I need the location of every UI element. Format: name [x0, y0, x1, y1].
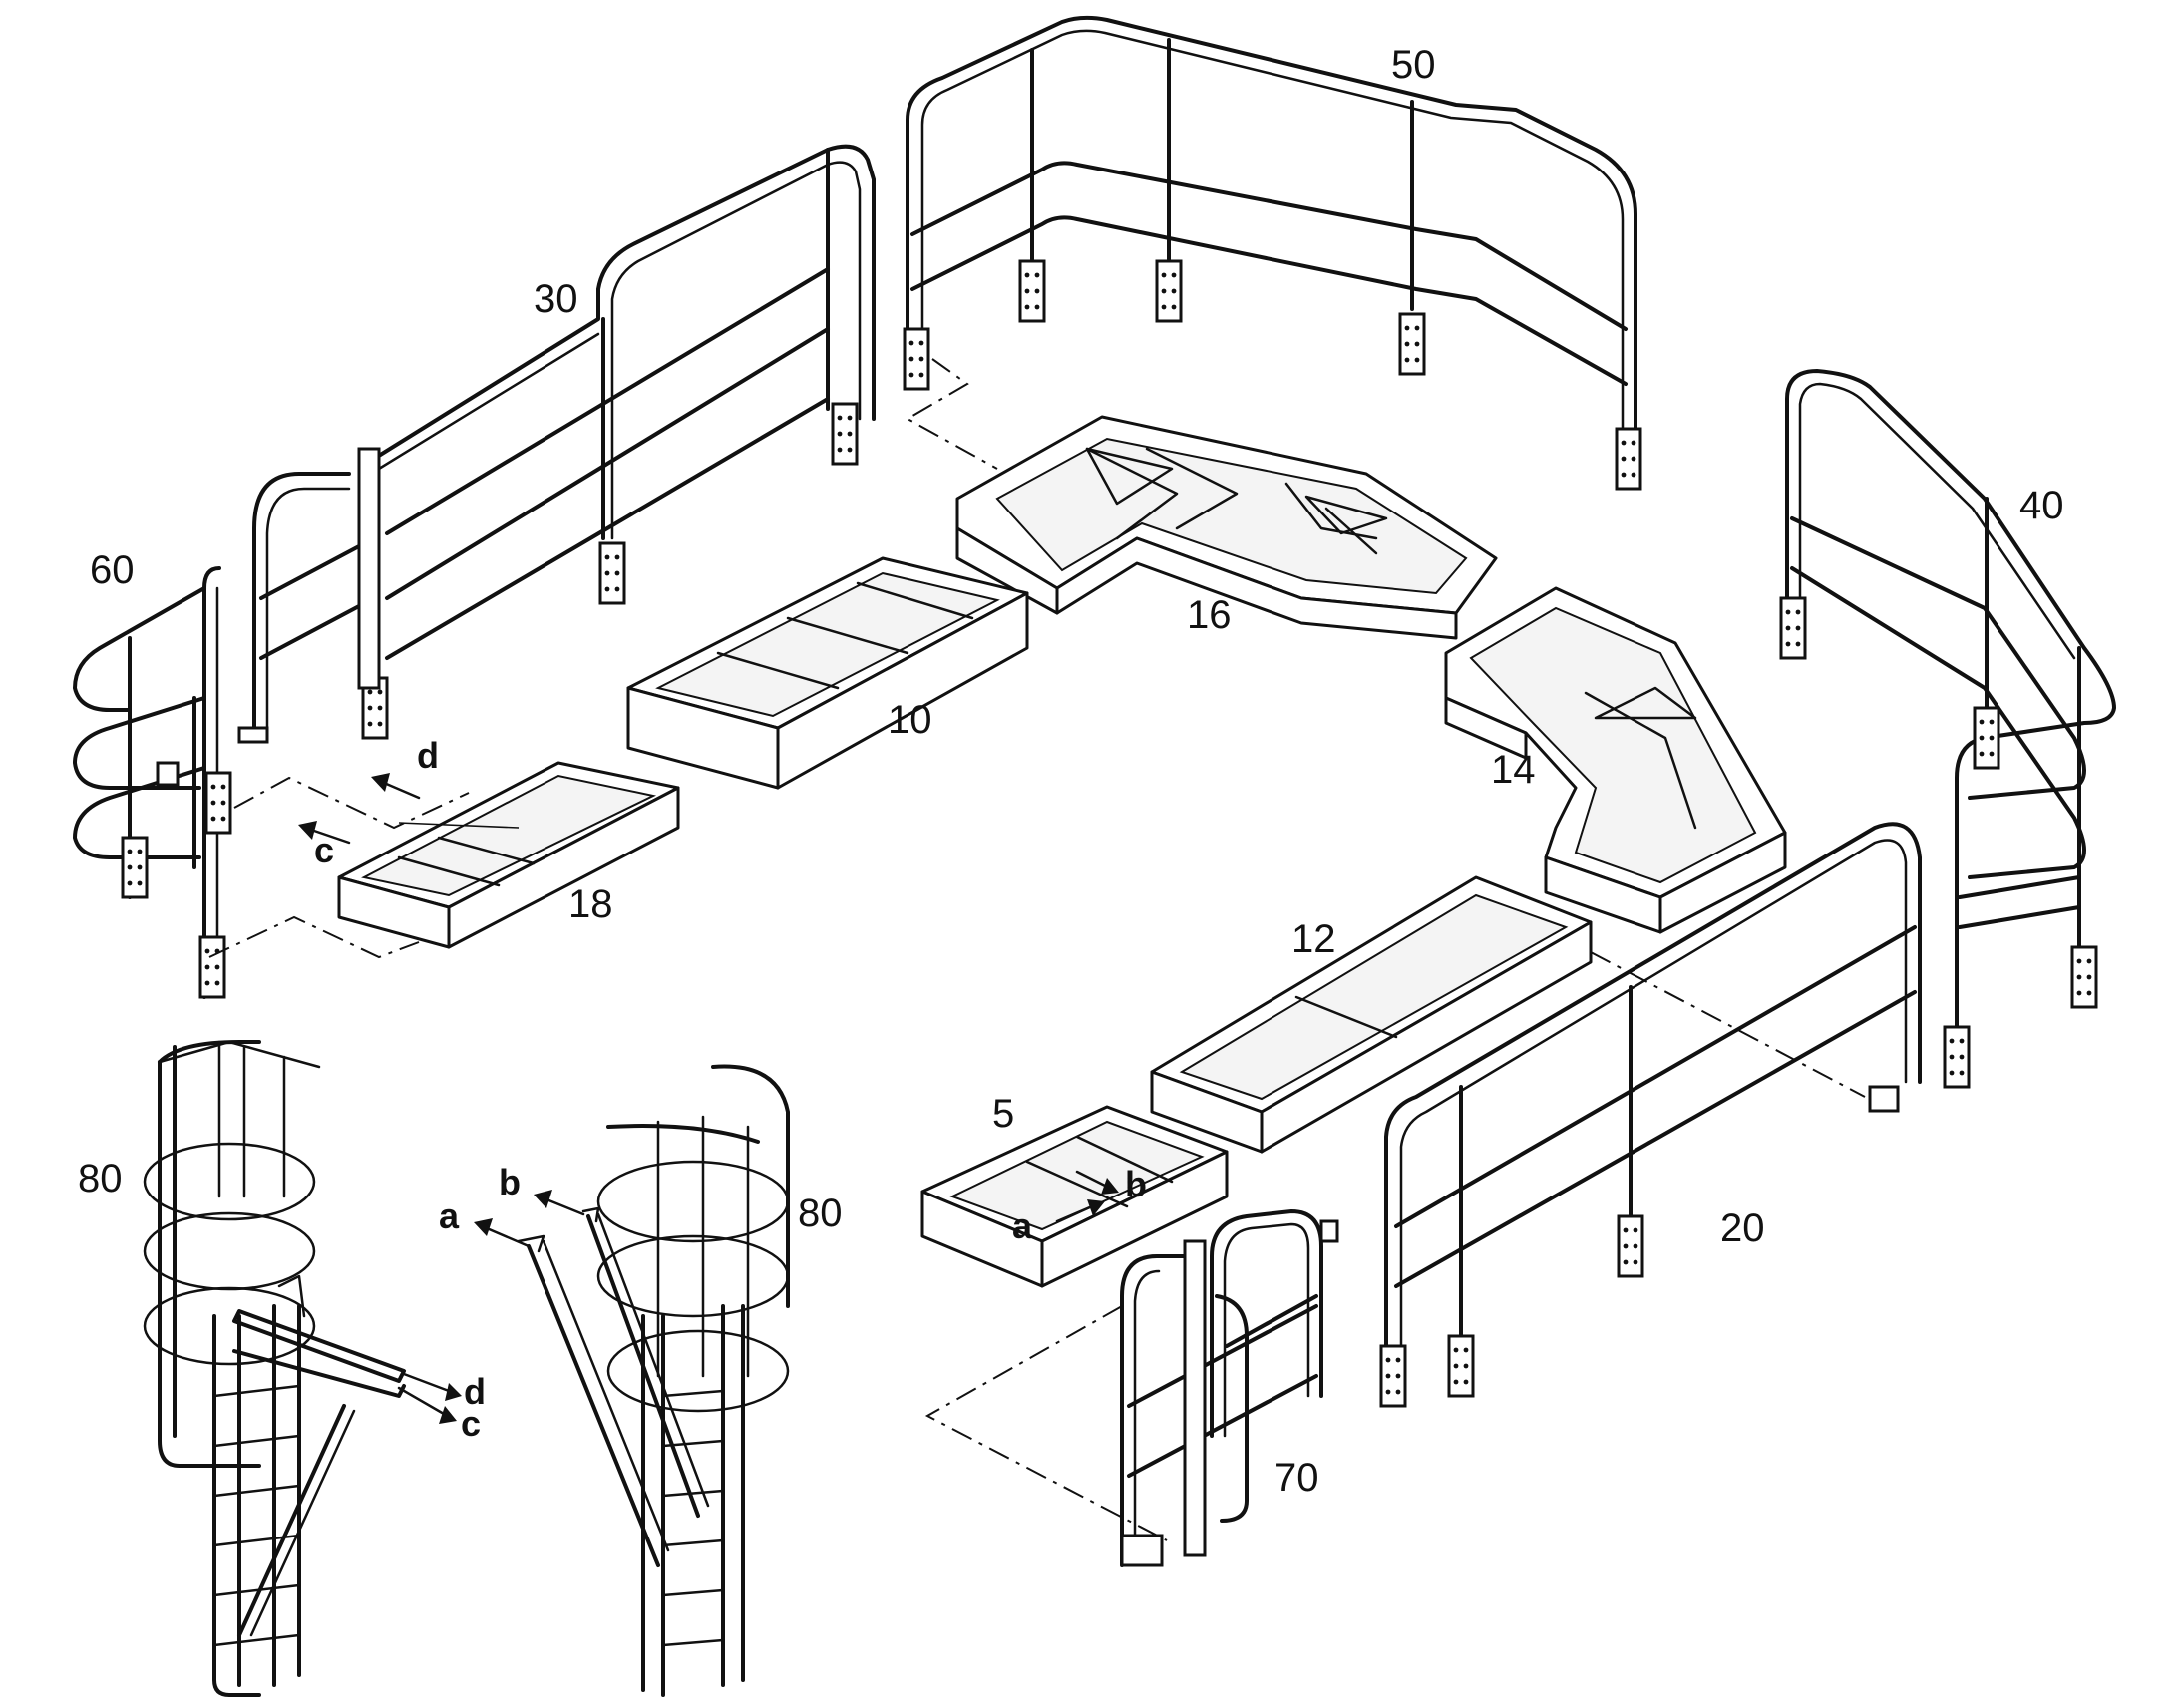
- platform-10: [626, 556, 1029, 790]
- railing-50: [903, 15, 1642, 491]
- label-16: 16: [1187, 593, 1232, 637]
- label-40: 40: [2019, 484, 2064, 527]
- label-a-platform: a: [1012, 1205, 1033, 1246]
- platform-16: [955, 415, 1498, 640]
- railing-60: [73, 566, 232, 999]
- label-12: 12: [1291, 917, 1336, 961]
- label-70: 70: [1274, 1456, 1319, 1500]
- label-d-ladder: d: [464, 1371, 486, 1412]
- platform-5: [920, 1105, 1229, 1288]
- platform-18: [337, 761, 680, 949]
- railing-30: [237, 144, 876, 744]
- label-c-platform: c: [314, 830, 334, 870]
- platform-12: [1150, 875, 1593, 1154]
- label-80-right: 80: [798, 1192, 843, 1235]
- label-60: 60: [90, 548, 135, 592]
- cage-ladder-80-left: [143, 1040, 406, 1697]
- part-labels: 50 30 40 60 16 10 14 18 12 5 20 70 80 80…: [78, 43, 2064, 1500]
- direction-arrows: [298, 773, 1119, 1424]
- label-c-ladder: c: [461, 1403, 481, 1444]
- assembly-center-lines: [208, 358, 1866, 1541]
- railing-40: [1779, 369, 2116, 1089]
- label-d-platform: d: [417, 735, 439, 776]
- gate-70: [1120, 1209, 1339, 1567]
- label-80-left: 80: [78, 1157, 123, 1200]
- label-14: 14: [1491, 748, 1536, 792]
- label-a-ladder: a: [439, 1196, 460, 1236]
- label-30: 30: [534, 277, 578, 321]
- cage-ladder-80-right: [517, 1064, 790, 1697]
- label-5: 5: [992, 1092, 1014, 1136]
- label-b-ladder: b: [499, 1162, 521, 1202]
- label-10: 10: [888, 698, 932, 742]
- railing-20: [1379, 822, 1922, 1408]
- label-50: 50: [1391, 43, 1436, 87]
- label-18: 18: [568, 882, 613, 926]
- label-20: 20: [1720, 1206, 1765, 1250]
- platform-14: [1444, 586, 1787, 934]
- label-b-platform: b: [1125, 1164, 1147, 1204]
